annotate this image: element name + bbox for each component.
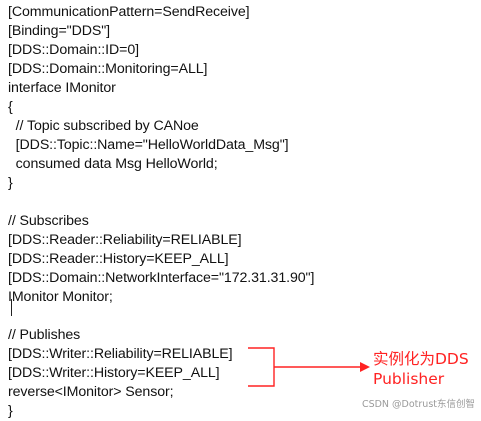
annotation-label: 实例化为DDS Publisher — [373, 349, 469, 389]
code-line-open-brace: { — [8, 99, 13, 115]
code-line-consumed-data: consumed data Msg HelloWorld; — [8, 156, 218, 172]
code-line-publishes-comment: // Publishes — [8, 327, 81, 343]
code-line-network-interface: [DDS::Domain::NetworkInterface="172.31.3… — [8, 270, 315, 286]
text-cursor — [11, 299, 12, 316]
code-line-domain-id: [DDS::Domain::ID=0] — [8, 42, 139, 58]
code-line-topic-name: [DDS::Topic::Name="HelloWorldData_Msg"] — [8, 137, 289, 153]
annotation-line-2: Publisher — [373, 370, 445, 388]
code-line-domain-monitoring: [DDS::Domain::Monitoring=ALL] — [8, 61, 208, 77]
watermark: CSDN @Dotrust东信创智 — [361, 399, 475, 410]
code-line-topic-comment: // Topic subscribed by CANoe — [8, 118, 199, 134]
code-line-binding: [Binding="DDS"] — [8, 23, 111, 39]
code-line-sensor-instance: reverse<IMonitor> Sensor; — [8, 384, 174, 400]
code-line-interface-declaration: interface IMonitor — [8, 80, 116, 96]
annotation-line-1: 实例化为DDS — [373, 350, 469, 368]
code-line-writer-history: [DDS::Writer::History=KEEP_ALL] — [8, 365, 220, 381]
code-line-communication-pattern: [CommunicationPattern=SendReceive] — [8, 4, 250, 20]
code-line-monitor-instance: IMonitor Monitor; — [8, 289, 113, 305]
code-line-subscribes-comment: // Subscribes — [8, 213, 89, 229]
code-line-final-brace: } — [8, 403, 13, 419]
code-line-writer-reliability: [DDS::Writer::Reliability=RELIABLE] — [8, 346, 233, 362]
code-line-reader-reliability: [DDS::Reader::Reliability=RELIABLE] — [8, 232, 242, 248]
code-line-reader-history: [DDS::Reader::History=KEEP_ALL] — [8, 251, 229, 267]
code-line-close-brace: } — [8, 175, 13, 191]
